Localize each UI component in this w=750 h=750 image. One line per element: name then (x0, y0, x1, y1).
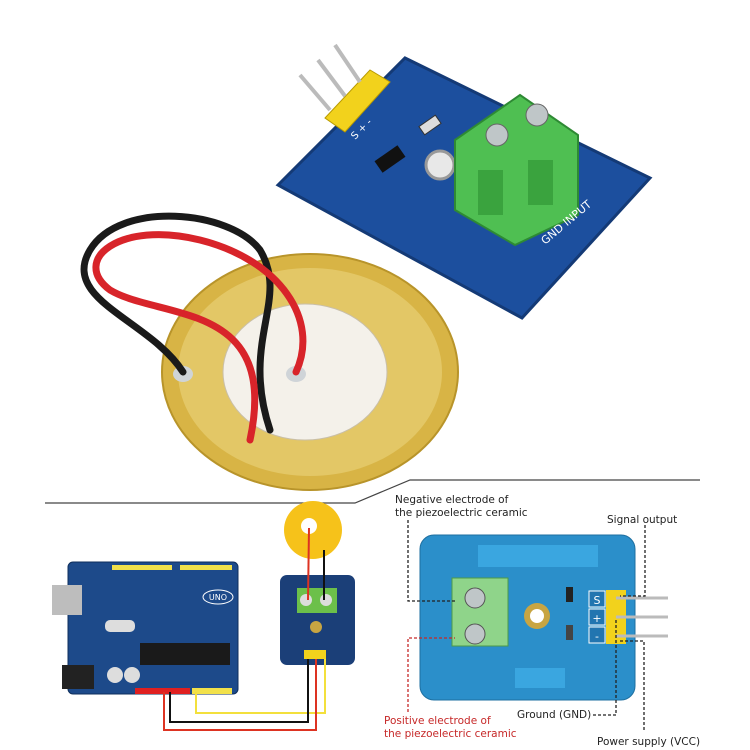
callout-ground: Ground (GND) (517, 709, 592, 721)
wiring-module (280, 501, 355, 665)
pin-header-photo (298, 43, 391, 133)
sensor-module-photo: S + - GND INPUT (275, 43, 653, 320)
terminal-block-photo (454, 93, 579, 247)
divider-line (45, 479, 700, 504)
callout-positive-electrode: Positive electrode of the piezoelectric … (384, 715, 517, 740)
pin-label-s: S (594, 594, 601, 607)
callout-leaders (407, 520, 646, 730)
callout-vcc: Power supply (VCC) (597, 736, 701, 748)
sensor-module-diagram: S + - (419, 534, 668, 701)
piezo-disc (161, 253, 459, 491)
callout-negative-electrode: Negative electrode of the piezoelectric … (395, 494, 528, 519)
pin-label-plus: + (592, 612, 601, 625)
uno-logo: UNO (209, 593, 227, 602)
jumper-wires (163, 659, 326, 731)
pin-label-minus: - (595, 630, 599, 643)
arduino-uno-board: UNO (52, 561, 239, 695)
piezo-wires (80, 212, 307, 444)
callout-signal-output: Signal output (607, 514, 678, 526)
